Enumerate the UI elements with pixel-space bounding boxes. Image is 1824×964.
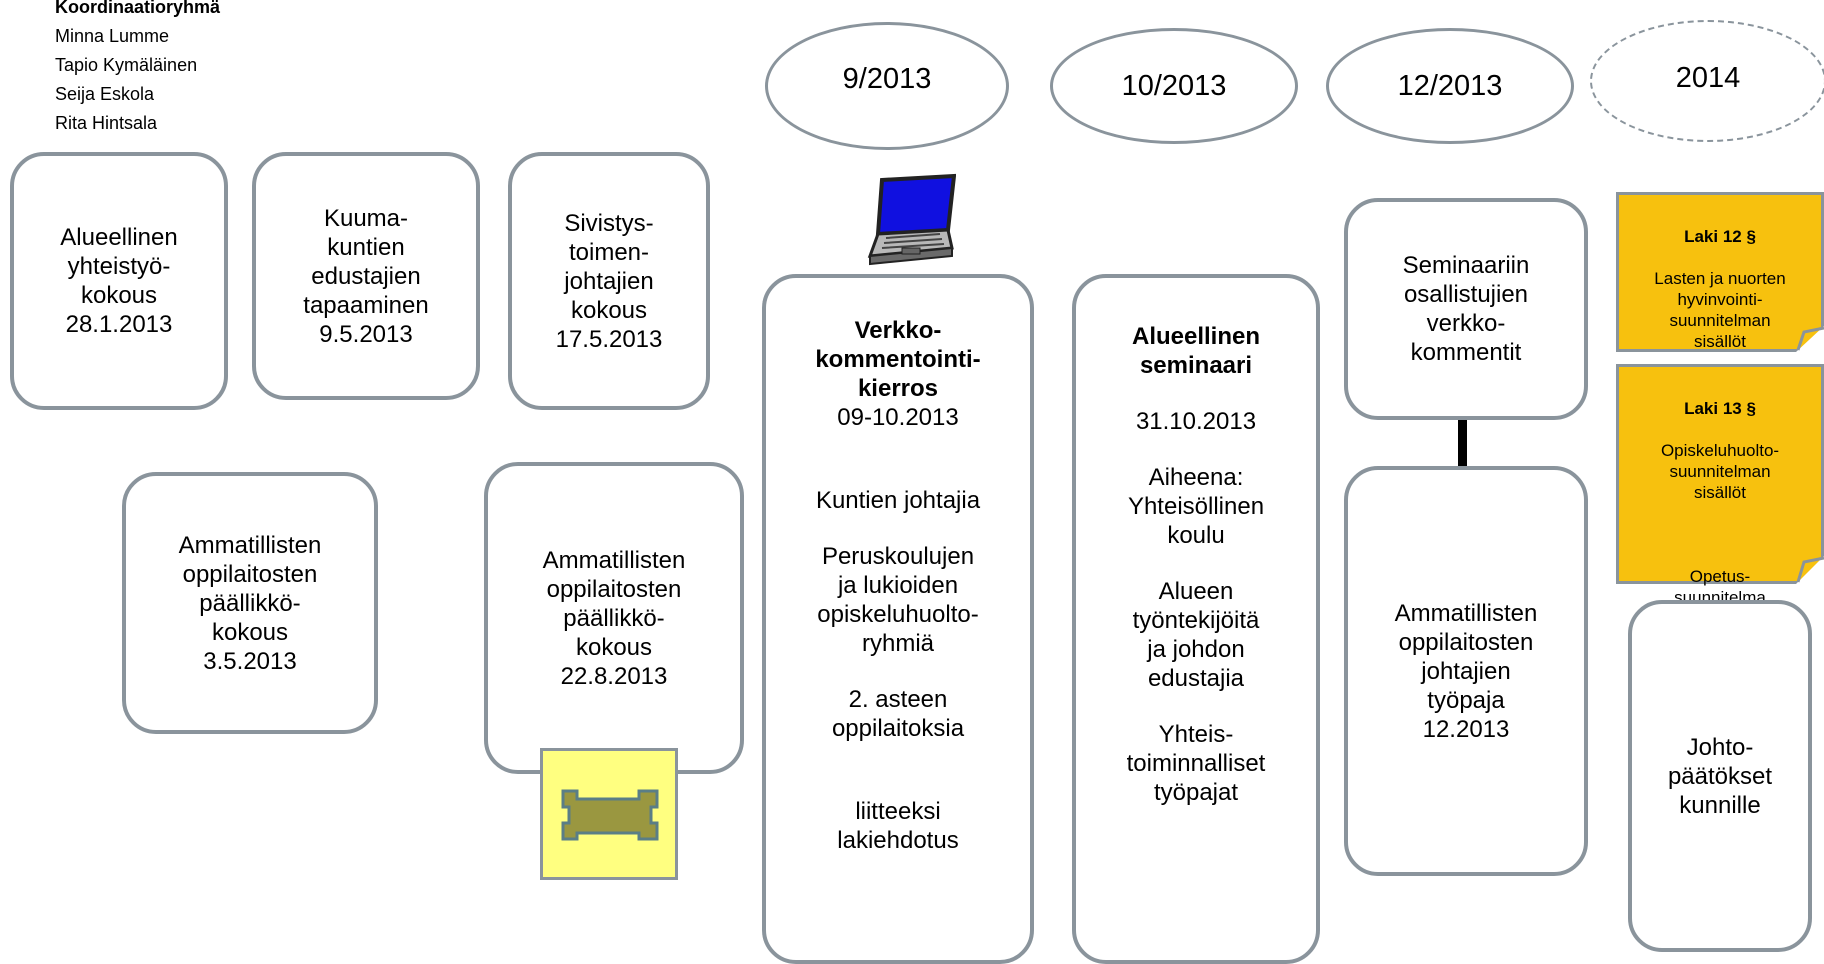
seminar-comments-box: Seminaariin osallistujien verkko- kommen… (1344, 198, 1588, 420)
online-commenting-round-box: Verkko- kommentointi- kierros 09-10.2013… (762, 274, 1034, 964)
law-13-title: Laki 13 § (1684, 399, 1756, 418)
team-member: Seija Eskola (55, 84, 155, 104)
law-13-text: Opiskeluhuolto- suunnitelman sisällöt (1660, 441, 1780, 502)
period-ellipse-12-2013: 12/2013 (1326, 28, 1574, 144)
online-round-attachment: liitteeksi lakiehdotus (837, 798, 959, 854)
meeting-box-vocational-heads-may: Ammatillisten oppilaitosten päällikkö- k… (122, 472, 378, 734)
online-round-date: 09-10.2013 (837, 404, 959, 431)
law-13-note: Laki 13 § Opiskeluhuolto- suunnitelman s… (1616, 364, 1824, 607)
meeting-box-vocational-heads-august: Ammatillisten oppilaitosten päällikkö- k… (484, 462, 744, 774)
page-fold-icon (1796, 326, 1824, 352)
meeting-box-regional-cooperation: Alueellinen yhteistyö- kokous 28.1.2013 (10, 152, 228, 410)
regional-seminar-box: Alueellinen seminaari 31.10.2013 Aiheena… (1072, 274, 1320, 964)
online-round-group: Peruskoulujen ja lukioiden opiskeluhuolt… (817, 543, 979, 657)
page-fold-icon (1796, 556, 1824, 584)
period-ellipse-2014: 2014 (1590, 20, 1824, 142)
meeting-box-kuuma-municipalities: Kuuma- kuntien edustajien tapaaminen 9.5… (252, 152, 480, 400)
seminar-date: 31.10.2013 (1135, 408, 1257, 435)
period-ellipse-10-2013: 10/2013 (1050, 28, 1298, 144)
team-member: Tapio Kymäläinen (55, 55, 198, 75)
law-12-text: Lasten ja nuorten hyvinvointi- suunnitel… (1654, 269, 1786, 351)
period-ellipse-9-2013: 9/2013 (765, 22, 1009, 150)
seminar-topic: Aiheena: Yhteisöllinen koulu (1127, 464, 1265, 549)
seminar-workshops: Yhteis- toiminnalliset työpajat (1126, 721, 1266, 806)
seminar-participants: Alueen työntekijöitä ja johdon edustajia (1132, 578, 1260, 692)
team-member: Minna Lumme (55, 26, 170, 46)
law-12-note: Laki 12 § Lasten ja nuorten hyvinvointi-… (1616, 192, 1824, 352)
online-round-group: 2. asteen oppilaitoksia (831, 686, 965, 742)
laptop-icon (852, 172, 957, 276)
meeting-box-education-directors: Sivistys- toimen- johtajien kokous 17.5.… (508, 152, 710, 410)
team-member: Rita Hintsala (55, 113, 158, 133)
leaders-workshop-box: Ammatillisten oppilaitosten johtajien ty… (1344, 466, 1588, 876)
coordination-team: Koordinaatioryhmä Minna Lumme Tapio Kymä… (55, 0, 220, 138)
coordination-team-heading: Koordinaatioryhmä (55, 0, 221, 17)
seminar-title: Alueellinen seminaari (1131, 323, 1261, 379)
video-camera-icon (540, 748, 678, 880)
law-12-title: Laki 12 § (1684, 227, 1756, 246)
online-round-group: Kuntien johtajia (815, 487, 981, 514)
connector-line (1458, 420, 1467, 468)
online-round-title: Verkko- kommentointi- kierros (815, 317, 981, 402)
decisions-box: Johto- päätökset kunnille (1628, 600, 1812, 952)
